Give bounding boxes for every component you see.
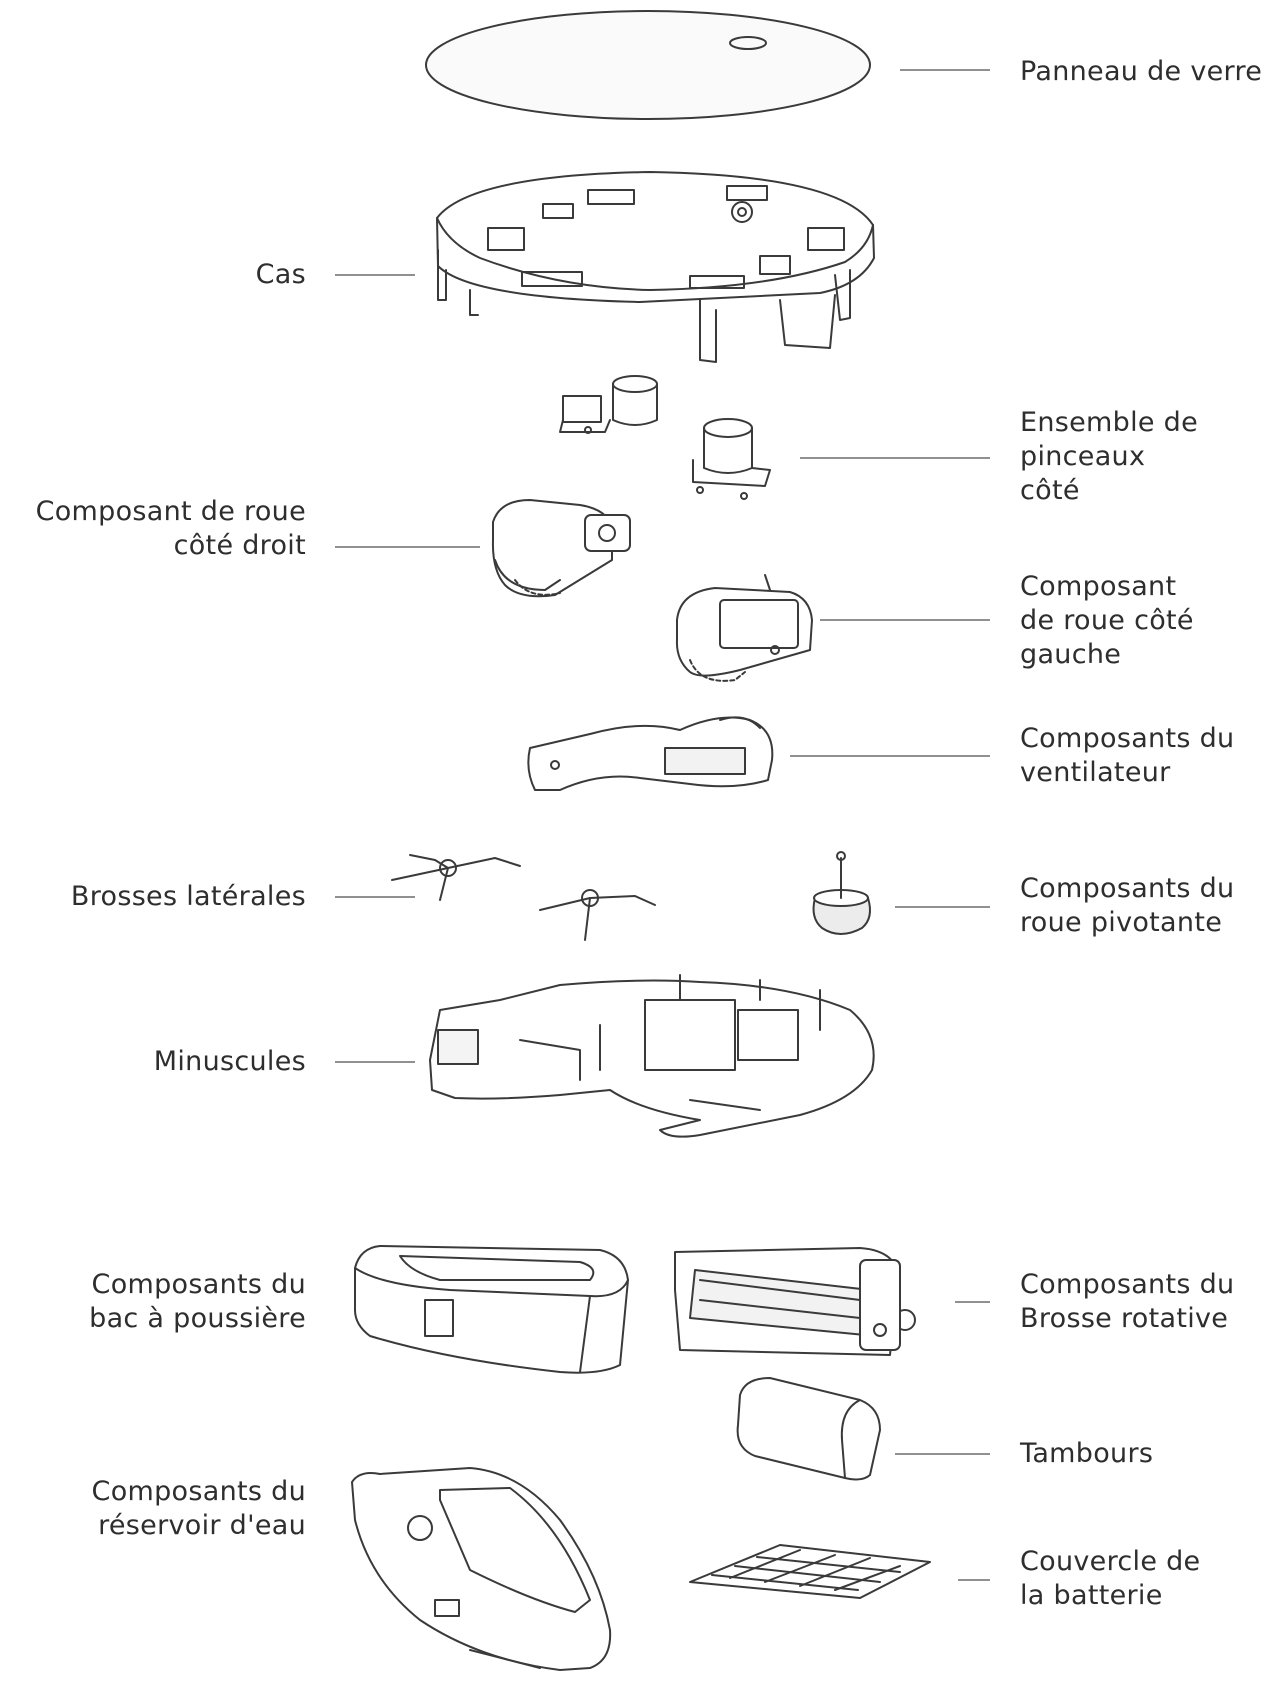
label-couvercle-batterie: Couvercle de la batterie: [1020, 1546, 1201, 1611]
label-bac-poussiere: Composants du bac à poussière: [89, 1269, 306, 1334]
side-brush-a-illustration: [391, 854, 521, 901]
label-tambours: Tambours: [1020, 1438, 1154, 1469]
battery-illustration: [736, 1377, 881, 1481]
fan-illustration: [527, 716, 774, 791]
label-roue-gauche: Composant de roue côté gauche: [1020, 571, 1194, 670]
water-tank-illustration: [351, 1467, 612, 1671]
label-ventilateur: Composants du ventilateur: [1020, 723, 1235, 788]
side-brush-motor-a-illustration: [559, 375, 658, 434]
label-brosses-laterales: Brosses latérales: [70, 881, 306, 912]
label-ensemble-pinceaux: Ensemble de pinceaux côté: [1020, 407, 1199, 506]
case-illustration: [436, 171, 875, 363]
rotating-brush-illustration: [674, 1247, 916, 1356]
chassis-illustration: [429, 974, 875, 1138]
label-roue-droit: Composant de roue côté droit: [35, 496, 306, 561]
right-wheel-illustration: [491, 499, 631, 598]
label-roue-pivotante: Composants du roue pivotante: [1020, 873, 1235, 938]
label-brosse-rotative: Composants du Brosse rotative: [1020, 1269, 1235, 1334]
dust-bin-illustration: [354, 1245, 629, 1374]
left-wheel-illustration: [675, 574, 813, 682]
side-brush-b-illustration: [539, 889, 656, 941]
glass-panel-illustration: [425, 10, 871, 120]
battery-cover-illustration: [689, 1544, 931, 1599]
label-panneau-de-verre: Panneau de verre: [1020, 56, 1263, 87]
caster-wheel-illustration: [812, 851, 871, 935]
side-brush-motor-b-illustration: [692, 418, 771, 500]
label-cas: Cas: [255, 259, 306, 290]
label-minuscules: Minuscules: [153, 1046, 306, 1077]
label-reservoir-eau: Composants du réservoir d'eau: [91, 1476, 306, 1541]
